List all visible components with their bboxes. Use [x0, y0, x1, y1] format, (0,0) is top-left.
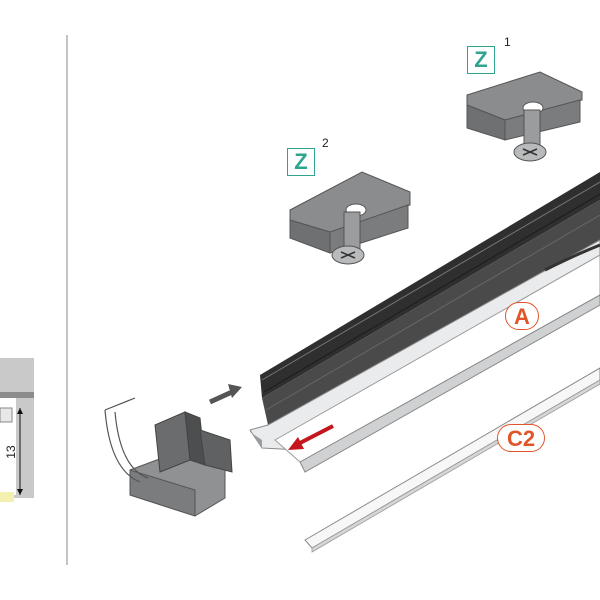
grey-arrow — [208, 384, 242, 405]
clip-label-z2-index: 2 — [322, 136, 329, 150]
part-label-c2: C2 — [497, 424, 545, 452]
clip-label-letter: Z — [474, 47, 488, 72]
red-arrow — [288, 424, 334, 450]
clip-label-letter: Z — [294, 149, 308, 174]
end-cap — [104, 397, 233, 517]
part-label-a: A — [505, 302, 539, 330]
mounting-clip-z2 — [289, 171, 411, 265]
mounting-clip-z1 — [466, 71, 583, 162]
clip-label-z1: Z — [467, 46, 495, 74]
clip-label-z2: Z — [287, 148, 315, 176]
cross-section-view — [0, 358, 34, 502]
clip-label-z1-index: 1 — [504, 35, 511, 49]
dimension-label: 13 — [4, 445, 18, 459]
